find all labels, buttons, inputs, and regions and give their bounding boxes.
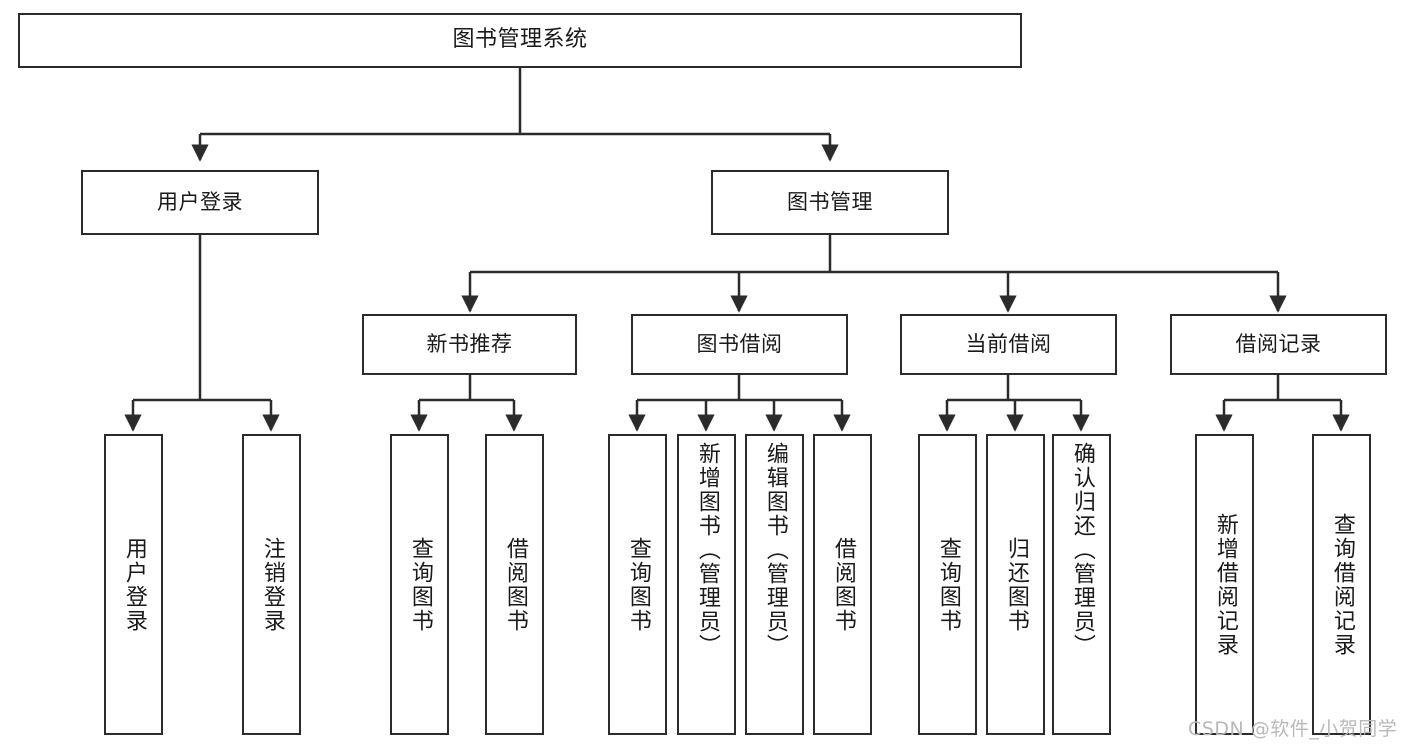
node-borrow-record[interactable]: 借阅记录 bbox=[1170, 314, 1387, 375]
leaf-add-borrow-record[interactable]: 新增借阅记录 bbox=[1195, 434, 1254, 735]
node-label: 查询借阅记录 bbox=[1329, 512, 1355, 657]
node-label: 新增图书（管理员） bbox=[694, 442, 720, 658]
node-label: 新增借阅记录 bbox=[1212, 512, 1238, 657]
leaf-query-book-borrow[interactable]: 查询图书 bbox=[608, 434, 667, 735]
node-label: 图书管理系统 bbox=[452, 27, 588, 53]
leaf-add-book-admin[interactable]: 新增图书（管理员） bbox=[677, 434, 736, 735]
leaf-confirm-return-admin[interactable]: 确认归还（管理员） bbox=[1052, 434, 1111, 735]
node-label: 查询图书 bbox=[407, 536, 433, 633]
leaf-query-book-recommend[interactable]: 查询图书 bbox=[390, 434, 449, 735]
node-label: 图书管理 bbox=[787, 189, 873, 214]
node-root-system[interactable]: 图书管理系统 bbox=[18, 13, 1022, 68]
leaf-query-borrow-record[interactable]: 查询借阅记录 bbox=[1312, 434, 1371, 735]
node-label: 当前借阅 bbox=[965, 331, 1052, 356]
node-book-management[interactable]: 图书管理 bbox=[711, 170, 949, 235]
leaf-borrow-book-recommend[interactable]: 借阅图书 bbox=[485, 434, 544, 735]
node-label: 借阅图书 bbox=[502, 536, 528, 633]
watermark: CSDN @软件_小贺同学 bbox=[1188, 718, 1398, 740]
leaf-user-login[interactable]: 用户登录 bbox=[104, 434, 163, 735]
node-user-login[interactable]: 用户登录 bbox=[81, 170, 319, 235]
node-label: 图书借阅 bbox=[696, 331, 783, 356]
node-label: 新书推荐 bbox=[426, 331, 513, 356]
node-label: 归还图书 bbox=[1003, 536, 1029, 633]
leaf-query-book-current[interactable]: 查询图书 bbox=[918, 434, 977, 735]
leaf-edit-book-admin[interactable]: 编辑图书（管理员） bbox=[745, 434, 804, 735]
node-label: 确认归还（管理员） bbox=[1069, 442, 1095, 658]
node-label: 用户登录 bbox=[121, 536, 147, 633]
node-label: 查询图书 bbox=[625, 536, 651, 633]
node-label: 查询图书 bbox=[935, 536, 961, 633]
node-label: 借阅图书 bbox=[830, 536, 856, 633]
node-book-borrow[interactable]: 图书借阅 bbox=[631, 314, 848, 375]
node-current-borrow[interactable]: 当前借阅 bbox=[900, 314, 1117, 375]
node-label: 借阅记录 bbox=[1235, 331, 1322, 356]
node-new-book-recommend[interactable]: 新书推荐 bbox=[362, 314, 577, 375]
node-label: 用户登录 bbox=[157, 189, 243, 214]
leaf-borrow-book[interactable]: 借阅图书 bbox=[813, 434, 872, 735]
node-label: 编辑图书（管理员） bbox=[762, 442, 788, 658]
node-label: 注销登录 bbox=[259, 536, 285, 633]
leaf-return-book[interactable]: 归还图书 bbox=[986, 434, 1045, 735]
leaf-logout-login[interactable]: 注销登录 bbox=[242, 434, 301, 735]
